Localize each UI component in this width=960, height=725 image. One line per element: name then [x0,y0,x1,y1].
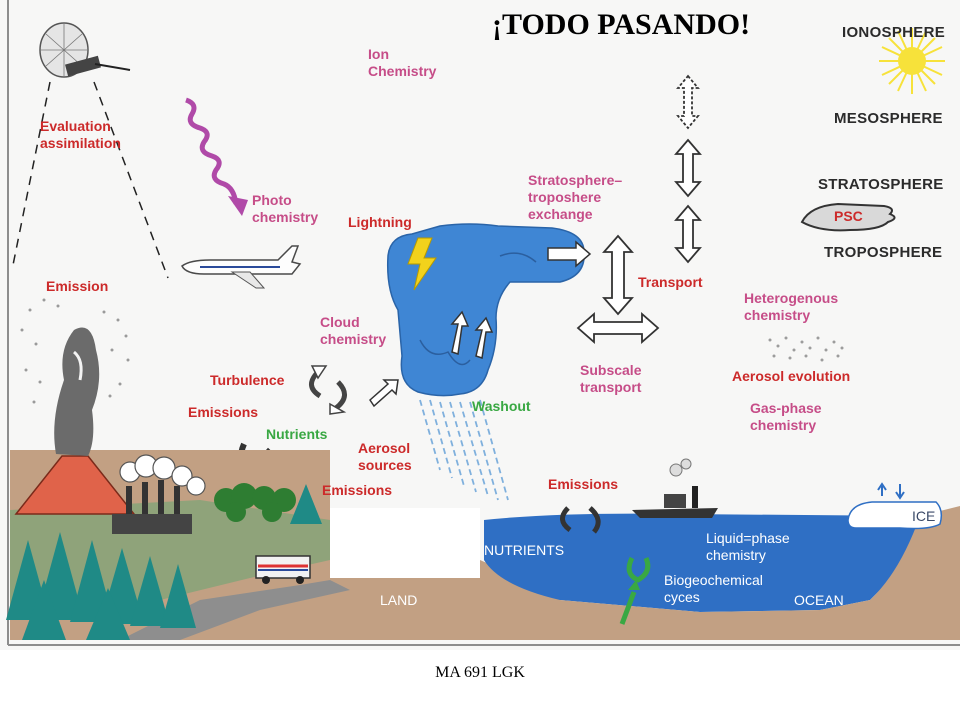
footer-caption: MA 691 LGK [435,664,525,681]
exchange-arrow-icon [547,240,592,268]
label-nutrients-green: Nutrients [266,426,328,442]
aerosol-particles [768,336,844,362]
ocean-area [484,513,920,612]
label-biogeochemical-cycles: Biogeochemical cyces [664,572,763,605]
turbulence-arrowheads [310,365,347,415]
volcano-icon [14,327,136,515]
label-strat-trop-exchange: Stratosphere– troposhere exchange [528,172,623,222]
layer-stratosphere: STRATOSPHERE [818,176,944,193]
label-ice: ICE [912,508,936,524]
washout-rain [419,399,509,501]
layer-troposphere: TROPOSPHERE [824,244,943,261]
satellite-icon [39,22,131,78]
label-gas-phase-chemistry: Gas-phase chemistry [750,400,822,433]
label-emissions-land: Emissions [322,482,393,498]
label-emissions-ocean: Emissions [548,476,619,492]
label-land: LAND [380,592,418,608]
label-cloud-chemistry: Cloud chemistry [320,314,387,347]
layer-mesosphere: MESOSPHERE [834,110,943,127]
label-evaluation-assimilation: Evaluation assimilation [40,118,121,151]
photolysis-arrow [185,97,239,205]
label-emissions-left: Emissions [188,404,259,420]
label-aerosol-evolution: Aerosol evolution [732,368,851,384]
label-emission-volcano: Emission [46,278,109,294]
truck-icon [255,555,311,584]
label-aerosol-sources: Aerosol sources [358,440,412,473]
label-nutrients-ocean: NUTRIENTS [484,542,565,558]
lightning-bolt-icon [407,237,437,291]
satellite-scan-right [93,81,169,279]
cloud-updraft-arrows [450,310,494,359]
label-heterogenous-chemistry: Heterogenous chemistry [744,290,839,323]
label-ocean: OCEAN [794,592,844,608]
layer-ionosphere: IONOSPHERE [842,24,946,41]
label-washout: Washout [472,398,531,414]
psc-label: PSC [834,208,863,224]
label-lightning: Lightning [348,214,412,230]
trees-icon [214,483,296,522]
forest-icon [6,532,196,640]
label-liquid-phase-chemistry: Liquid=phase chemistry [706,530,790,563]
psc-cloud-icon [800,202,896,232]
transport-arrows [576,74,702,344]
label-turbulence: Turbulence [210,372,285,388]
volcano-ash [20,298,130,404]
airplane-icon [181,245,302,289]
seabed [560,506,960,640]
factory-icon [112,454,206,534]
uplift-arrow-icon [369,379,399,408]
pine-tree-icon [290,484,322,524]
ice-icon [847,482,943,530]
storm-cloud [386,223,585,397]
ship-icon [632,458,718,518]
label-subscale-transport: Subscale transport [580,362,642,395]
label-transport: Transport [638,274,703,290]
label-ion-chemistry: Ion Chemistry [368,46,437,79]
page-title: ¡TODO PASANDO! [492,8,751,41]
label-photo-chemistry: Photo chemistry [252,192,319,225]
biogeochemical-cycle-icon [619,556,651,625]
land-gap [330,508,480,578]
ocean-emission-arrows [560,506,601,534]
sun-icon [879,28,945,94]
photolysis-arrowhead [228,196,248,216]
